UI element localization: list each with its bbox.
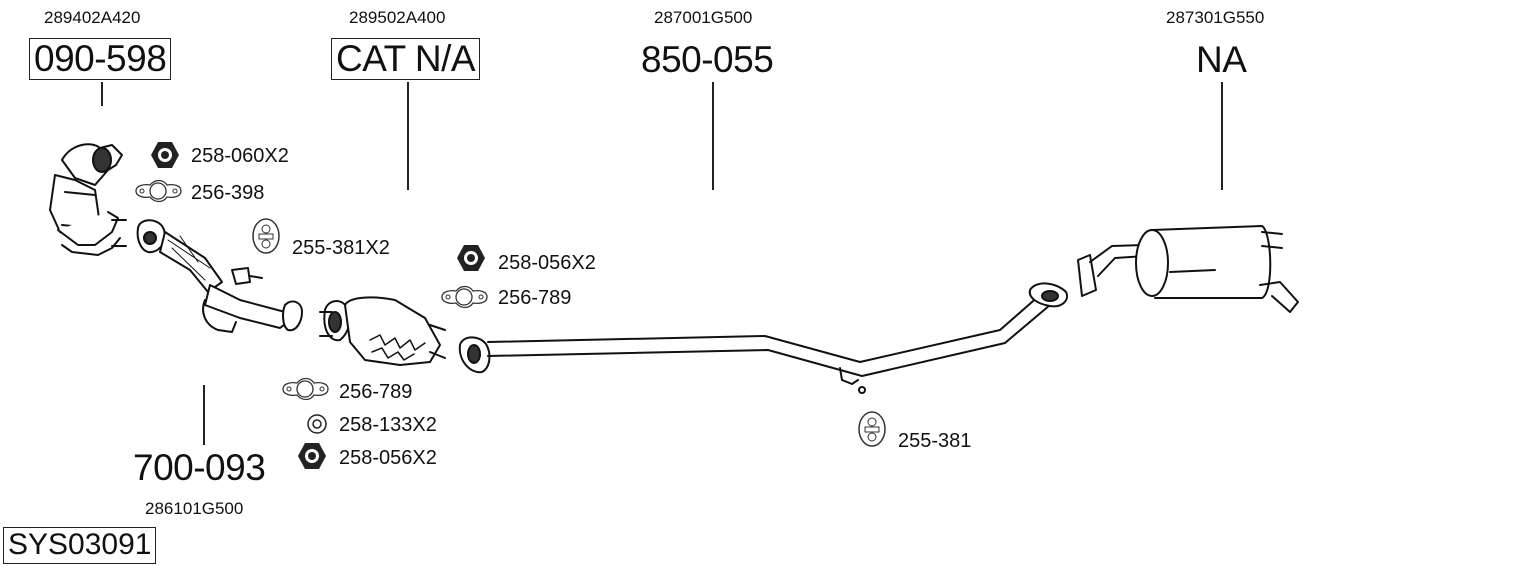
system-id: SYS03091 (3, 527, 157, 564)
oem-number-manifold-cat: 289402A420 (44, 8, 141, 27)
leader-line-700-093 (203, 385, 205, 445)
part-ref-center-pipe[interactable]: 850-055 (641, 39, 774, 80)
catalyst-drawing (319, 296, 446, 366)
accessory-label[interactable]: 255-381 (898, 430, 972, 452)
rear-silencer-drawing (1077, 225, 1299, 313)
manifold-catalyst-drawing (49, 143, 127, 256)
accessory-label[interactable]: 256-398 (191, 182, 265, 204)
part-ref-catalyst[interactable]: CAT N/A (331, 38, 481, 80)
accessory-label[interactable]: 258-056X2 (339, 447, 437, 469)
gasket-icon (441, 285, 488, 309)
oem-number-front-pipe: 286101G500 (145, 499, 244, 518)
gasket-icon (135, 179, 182, 203)
oem-number-center-pipe: 287001G500 (654, 8, 753, 27)
rubber-mount-icon (858, 411, 886, 447)
front-pipe-drawing (136, 219, 303, 333)
part-ref-manifold-cat[interactable]: 090-598 (29, 38, 172, 80)
accessory-label[interactable]: 255-381X2 (292, 237, 390, 259)
leader-line-090-598 (101, 82, 103, 106)
oem-number-catalyst: 289502A400 (349, 8, 446, 27)
accessory-label[interactable]: 256-789 (498, 287, 572, 309)
accessory-label[interactable]: 258-133X2 (339, 414, 437, 436)
oem-number-rear-silencer: 287301G550 (1166, 8, 1265, 27)
leader-line-850-055 (712, 82, 714, 190)
accessory-label[interactable]: 258-056X2 (498, 252, 596, 274)
accessory-label[interactable]: 258-060X2 (191, 145, 289, 167)
nut-icon (298, 443, 326, 469)
part-ref-rear-silencer[interactable]: NA (1196, 39, 1247, 80)
center-pipe-drawing (458, 282, 1068, 394)
accessory-label[interactable]: 256-789 (339, 381, 413, 403)
rubber-mount-icon (252, 218, 280, 254)
gasket-icon (282, 377, 329, 401)
part-ref-front-pipe[interactable]: 700-093 (133, 447, 266, 488)
nut-icon (151, 142, 179, 168)
leader-line-na (1221, 82, 1223, 190)
washer-icon (307, 414, 327, 434)
leader-line-cat (407, 82, 409, 190)
nut-icon (457, 245, 485, 271)
